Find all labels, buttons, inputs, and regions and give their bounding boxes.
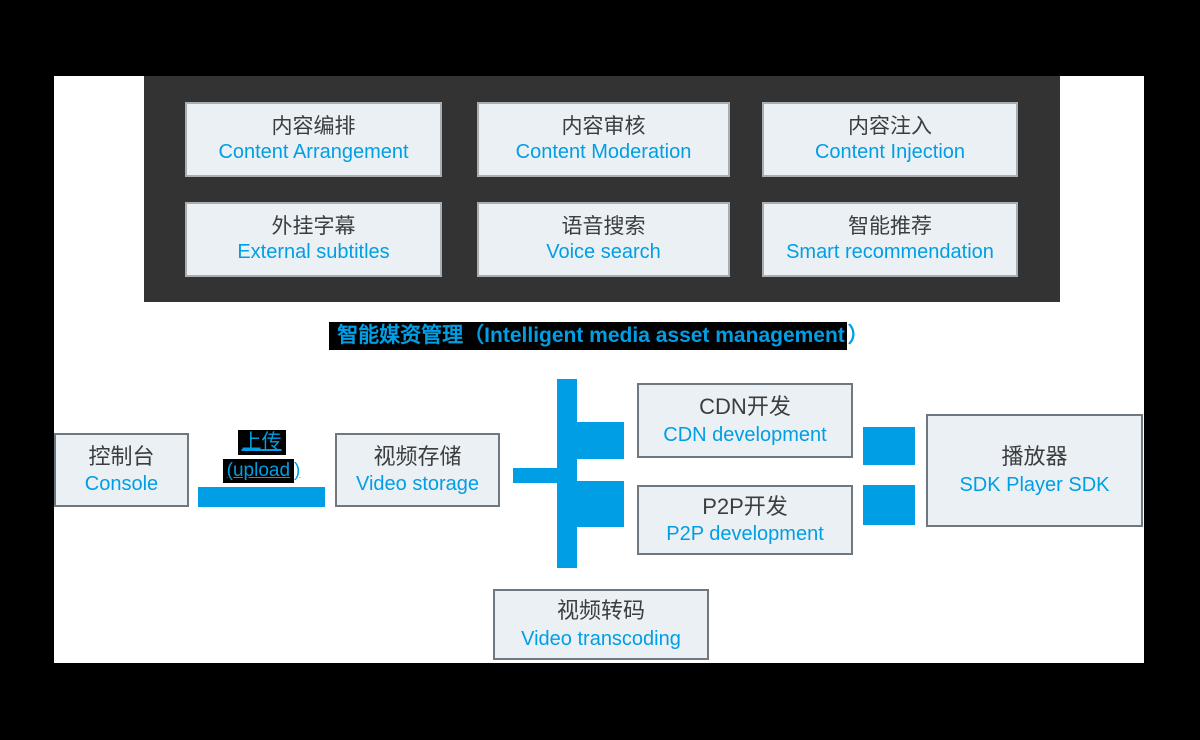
diagram-title-tail: ） xyxy=(847,324,869,347)
capability-box-content-injection: 内容注入 Content Injection xyxy=(762,102,1018,177)
console-en-label: Console xyxy=(84,473,159,496)
video-transcoding-node: 视频转码 Video transcoding xyxy=(493,589,709,660)
cdn-zh-label: CDN开发 xyxy=(699,394,791,420)
capability-zh-label: 内容注入 xyxy=(848,114,932,138)
player-node: 播放器 SDK Player SDK xyxy=(926,414,1143,527)
diagram-title: 智能媒资管理（Intelligent media asset managemen… xyxy=(54,321,1144,351)
capability-box-smart-recommendation: 智能推荐 Smart recommendation xyxy=(762,202,1018,277)
video-transcoding-zh-label: 视频转码 xyxy=(556,598,645,624)
player-zh-label: 播放器 xyxy=(1001,444,1068,470)
cdn-node: CDN开发 CDN development xyxy=(637,383,853,458)
capability-en-label: Smart recommendation xyxy=(786,241,994,264)
capability-zh-label: 内容编排 xyxy=(271,114,356,138)
connector-cdn-to-player xyxy=(863,427,915,465)
capability-en-label: Content Moderation xyxy=(515,141,692,164)
connector-trunk-to-p2p xyxy=(577,481,624,527)
video-transcoding-en-label: Video transcoding xyxy=(521,627,681,650)
capability-en-label: Voice search xyxy=(546,241,661,264)
console-zh-label: 控制台 xyxy=(88,443,155,469)
connector-trunk-to-cdn xyxy=(577,422,624,459)
upload-en-tail: ) xyxy=(294,460,301,481)
capability-zh-label: 外挂字幕 xyxy=(271,214,356,238)
video-storage-zh-label: 视频存储 xyxy=(373,443,462,469)
capability-box-voice-search: 语音搜索 Voice search xyxy=(477,202,730,277)
video-storage-node: 视频存储 Video storage xyxy=(335,433,500,507)
cdn-en-label: CDN development xyxy=(663,423,827,446)
p2p-zh-label: P2P开发 xyxy=(702,493,788,519)
capability-panel: 内容编排 Content Arrangement 内容审核 Content Mo… xyxy=(144,76,1060,302)
p2p-node: P2P开发 P2P development xyxy=(637,485,853,555)
connector-p2p-to-player xyxy=(863,485,915,525)
capability-box-content-moderation: 内容审核 Content Moderation xyxy=(477,102,730,177)
diagram-title-highlighted: 智能媒资管理（Intelligent media asset managemen… xyxy=(329,322,847,350)
capability-box-content-arrangement: 内容编排 Content Arrangement xyxy=(185,102,442,177)
player-en-label: SDK Player SDK xyxy=(959,473,1110,496)
video-storage-en-label: Video storage xyxy=(355,473,480,496)
trunk-bar xyxy=(557,379,577,568)
capability-box-external-subtitles: 外挂字幕 External subtitles xyxy=(185,202,442,277)
capability-zh-label: 语音搜索 xyxy=(561,214,646,238)
upload-en-label: (upload xyxy=(222,459,295,483)
upload-label: 上传 (upload) xyxy=(193,430,330,488)
capability-en-label: Content Arrangement xyxy=(218,141,409,164)
capability-zh-label: 内容审核 xyxy=(561,114,646,138)
connector-storage-to-trunk xyxy=(513,468,557,483)
upload-zh-label: 上传 xyxy=(237,430,286,455)
console-node: 控制台 Console xyxy=(54,433,189,507)
capability-en-label: Content Injection xyxy=(814,141,966,164)
capability-zh-label: 智能推荐 xyxy=(848,214,932,238)
p2p-en-label: P2P development xyxy=(666,523,824,546)
capability-en-label: External subtitles xyxy=(237,241,390,264)
upload-arrow-bar xyxy=(198,487,325,507)
